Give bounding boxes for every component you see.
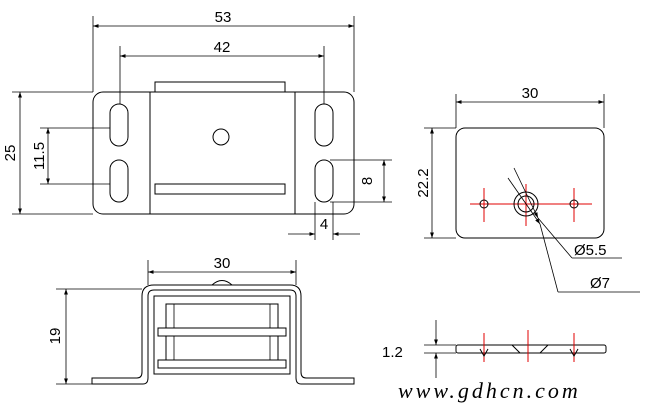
front-view: 53 42 25 11.5 8 4 [2, 9, 392, 240]
inner-housing [153, 295, 291, 375]
magnet-top [165, 303, 279, 329]
right-upper-slot [314, 103, 334, 147]
left-lower-slot [109, 159, 129, 203]
left-upper-slot [109, 103, 129, 147]
spacer-plate-2 [157, 359, 287, 369]
center-hole [212, 128, 230, 146]
magnet-bottom [165, 335, 279, 361]
housing-body [149, 91, 296, 215]
countersink-inner [517, 195, 535, 213]
dim-hole-spacing: 42 [214, 39, 231, 56]
dim-plate-thickness: 1.2 [382, 344, 403, 361]
left-pin-hole [479, 199, 489, 209]
dim-plate-width: 30 [522, 85, 539, 102]
mounting-plate [92, 91, 355, 215]
dim-slot-pitch: 11.5 [31, 142, 48, 170]
magnet-plate-outline [455, 127, 605, 239]
top-magnet-tab [154, 81, 286, 93]
dim-slot-width: 4 [320, 216, 328, 233]
dim-height: 25 [2, 145, 19, 162]
spacer-plate-1 [157, 327, 287, 337]
right-pin-hole [569, 199, 579, 209]
dim-overall-width: 53 [215, 9, 232, 26]
magnet-plate-view: Ø5.5 Ø7 30 22.2 [415, 85, 640, 293]
base-flange [91, 284, 355, 385]
countersink-outer [513, 191, 539, 217]
watermark: www.gdhcn.com [398, 378, 581, 403]
side-view: 30 19 [47, 255, 355, 385]
dim-plate-height: 22.2 [415, 168, 432, 197]
plate-section [455, 344, 607, 354]
dim-slot-length: 8 [359, 177, 376, 185]
dim-side-height: 19 [47, 328, 64, 345]
bottom-magnet-tab [154, 183, 286, 195]
plate-section-view: 1.2 [382, 320, 607, 378]
dim-outer-diameter: Ø7 [590, 275, 610, 292]
right-lower-slot [314, 159, 334, 203]
dim-inner-diameter: Ø5.5 [574, 242, 607, 259]
dim-side-width: 30 [214, 255, 231, 272]
